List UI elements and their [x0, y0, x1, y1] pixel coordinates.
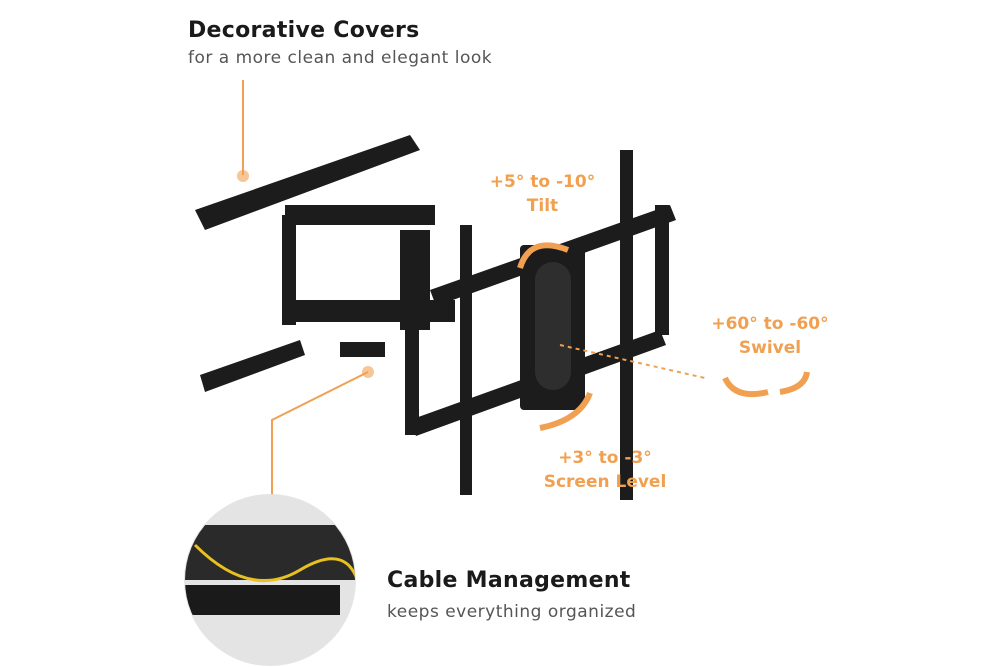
tilt-arrow-icon	[517, 242, 570, 270]
tilt-text: Tilt	[526, 196, 559, 216]
level-arrow-icon	[539, 391, 593, 431]
cable-inset-image	[185, 525, 355, 615]
cable-leader-line	[271, 371, 369, 500]
covers-marker	[237, 170, 249, 182]
swivel-text: Swivel	[738, 338, 802, 358]
cable-subtitle: keeps everything organized	[387, 602, 637, 622]
swivel-label: +60° to -60° Swivel	[690, 312, 850, 360]
covers-title: Decorative Covers	[188, 18, 420, 43]
tilt-label: +5° to -10° Tilt	[470, 170, 615, 218]
swivel-range: +60° to -60°	[711, 314, 829, 334]
tilt-range: +5° to -10°	[489, 172, 596, 192]
swivel-arrow-icon	[722, 376, 769, 398]
swivel-axis	[559, 344, 706, 379]
mount-arms	[195, 135, 455, 392]
level-text: Screen Level	[543, 472, 667, 492]
mount-bracket	[535, 262, 571, 390]
level-label: +3° to -3° Screen Level	[525, 446, 685, 494]
covers-subtitle: for a more clean and elegant look	[188, 48, 493, 68]
cable-marker	[362, 366, 374, 378]
adjust-arrows	[517, 242, 810, 431]
cable-title: Cable Management	[387, 568, 631, 593]
level-range: +3° to -3°	[558, 448, 652, 468]
